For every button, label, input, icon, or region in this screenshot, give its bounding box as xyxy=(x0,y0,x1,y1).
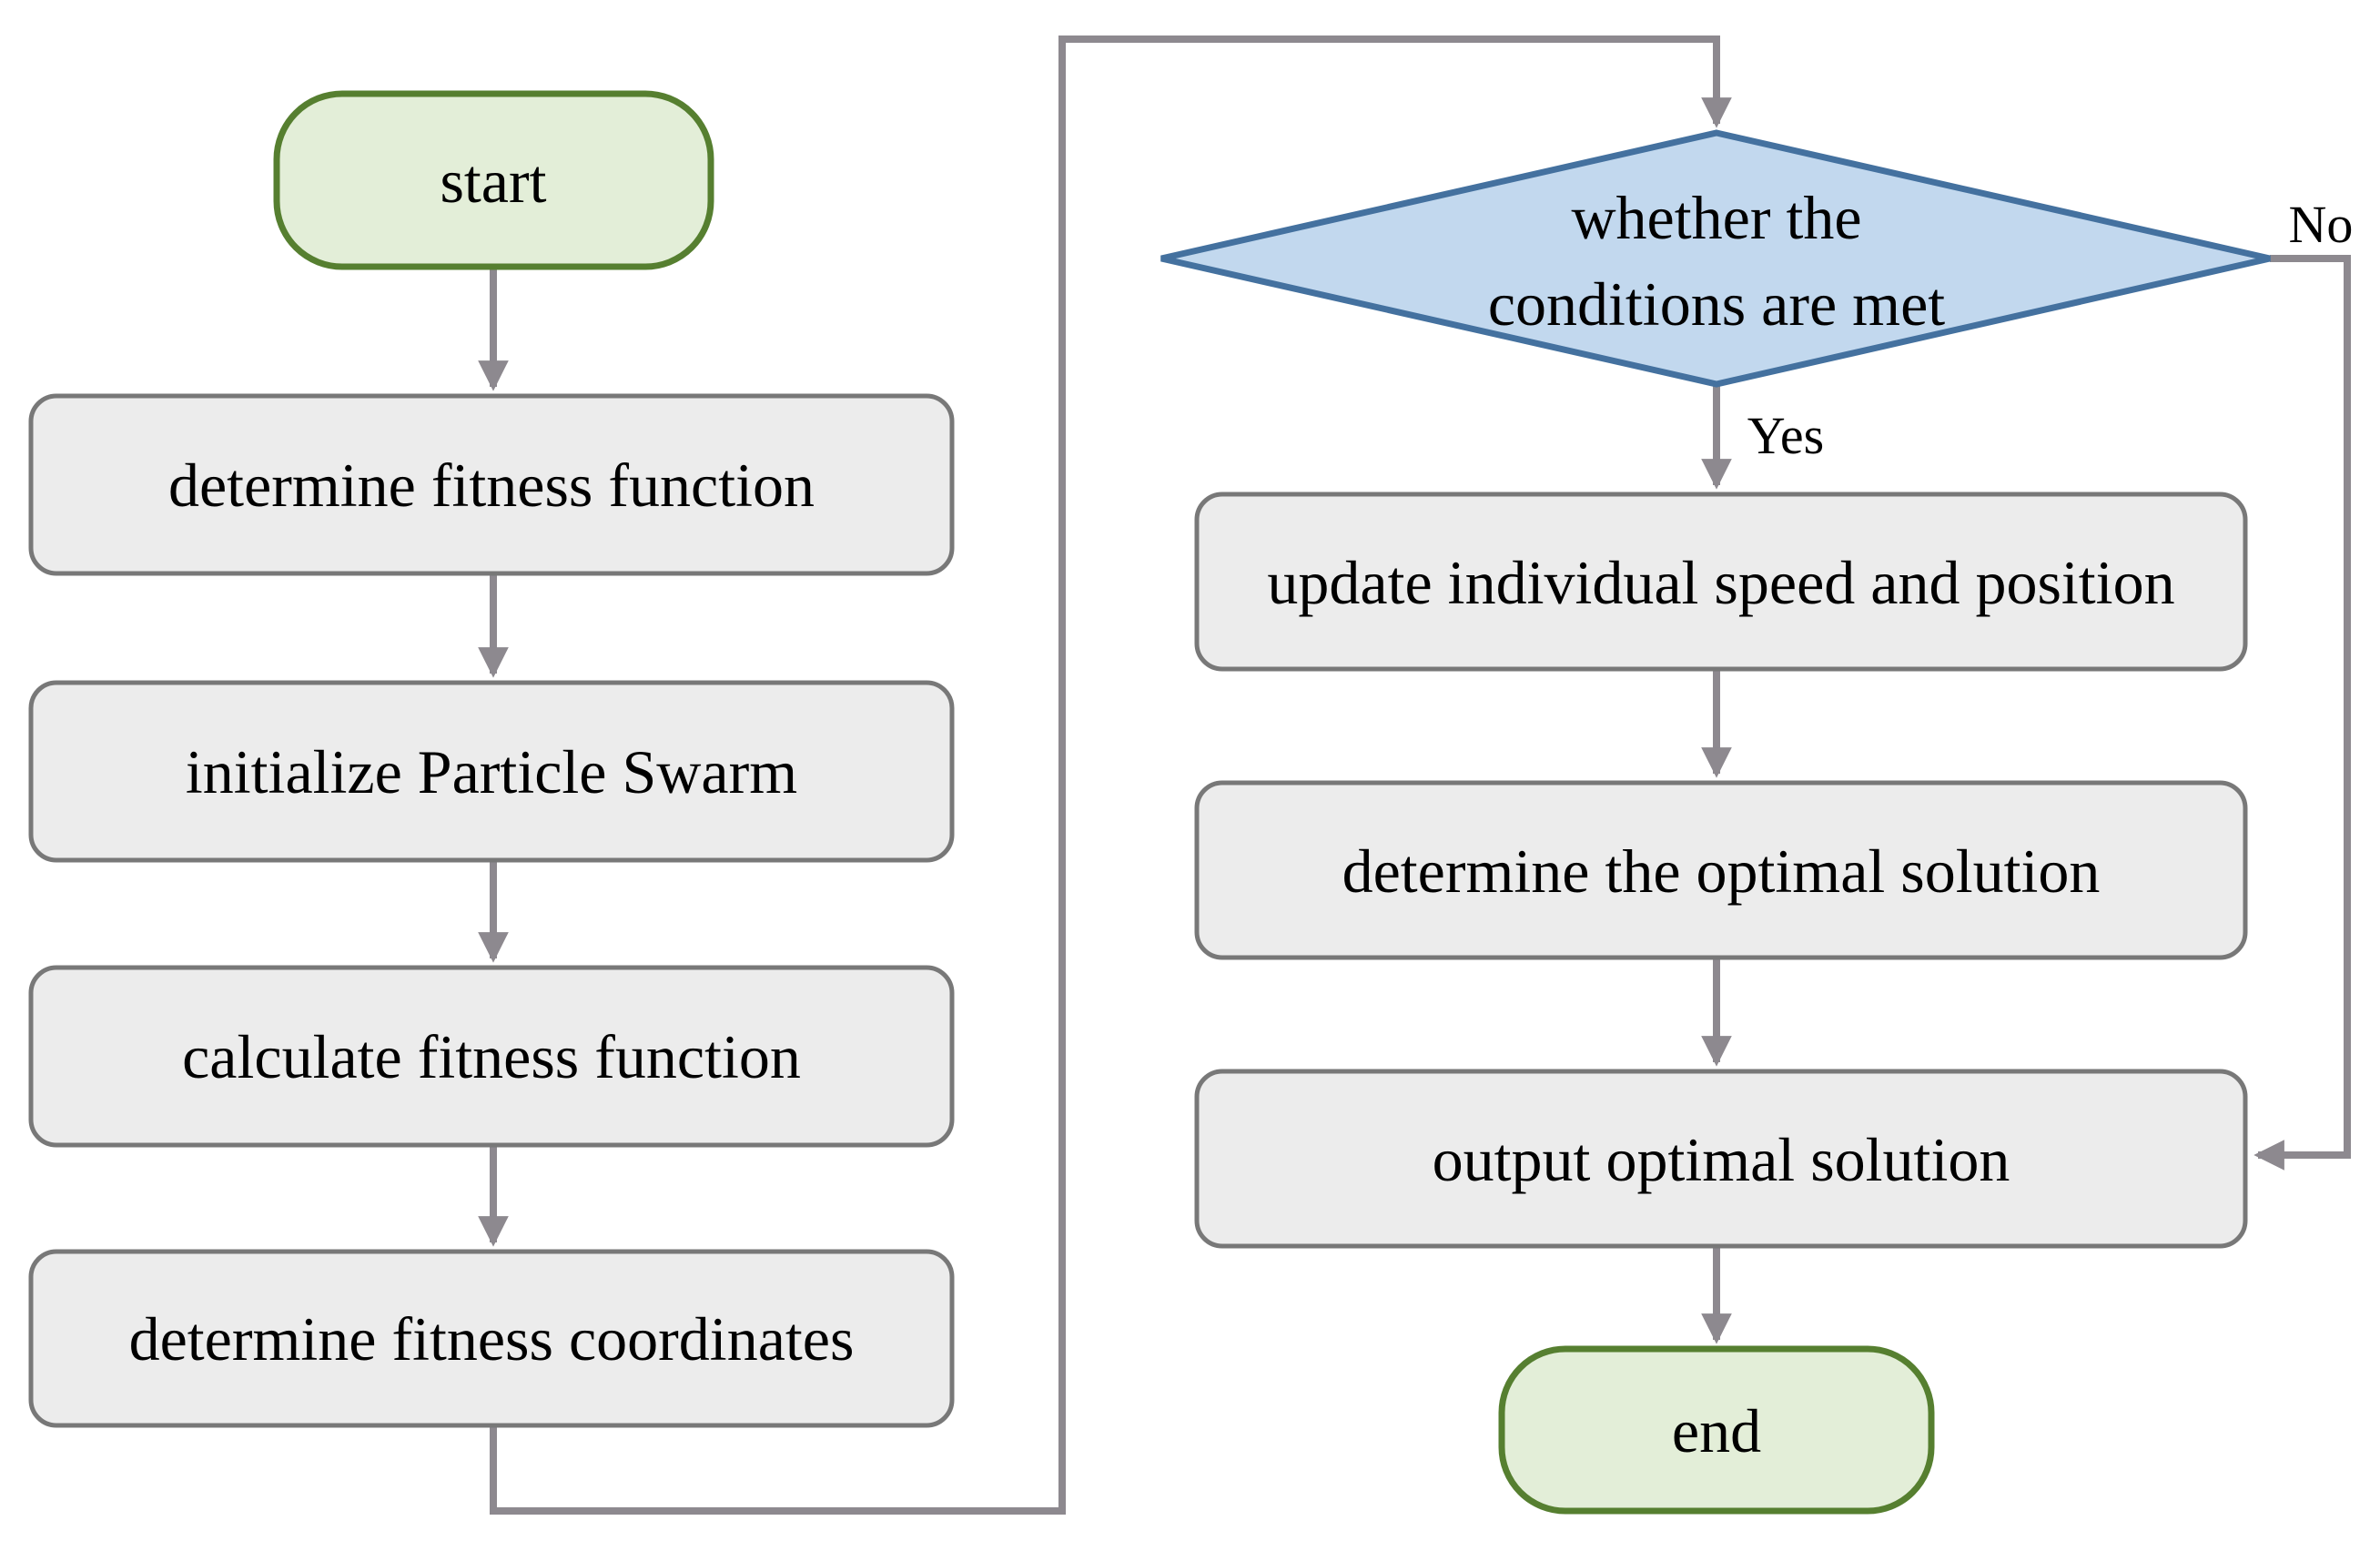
condition-check-diamond-shape xyxy=(1160,129,2271,388)
node-calculate-fitness-function: calculate fitness function xyxy=(28,965,955,1148)
edges xyxy=(478,35,2351,1515)
yes-label: Yes xyxy=(1747,406,1824,465)
determine-fitness-function-shape xyxy=(28,393,955,576)
initialize-particle-swarm-shape xyxy=(28,680,955,863)
node-determine-fitness-coordinates: determine fitness coordinates xyxy=(28,1249,955,1428)
calculate-fitness-function-label: calculate fitness function xyxy=(182,1022,801,1091)
node-update-speed-position: update individual speed and position xyxy=(1194,492,2248,672)
condition-check-label-line1: whether the xyxy=(1571,183,1861,252)
start-terminator-shape xyxy=(273,90,714,270)
start-label: start xyxy=(440,147,546,216)
node-determine-fitness-function: determine fitness function xyxy=(28,393,955,576)
node-start: start xyxy=(273,90,714,270)
update-speed-position-shape xyxy=(1194,492,2248,672)
initialize-particle-swarm-label: initialize Particle Swarm xyxy=(186,737,797,806)
no-label: No xyxy=(2289,195,2354,254)
edge-determine-coordinates-to-condition xyxy=(490,35,1732,1515)
node-determine-optimal-solution: determine the optimal solution xyxy=(1194,780,2248,960)
determine-fitness-function-label: determine fitness function xyxy=(168,451,815,520)
determine-fitness-coordinates-label: determine fitness coordinates xyxy=(129,1304,855,1374)
output-optimal-solution-shape xyxy=(1194,1069,2248,1249)
determine-optimal-solution-label: determine the optimal solution xyxy=(1342,836,2101,906)
end-label: end xyxy=(1672,1396,1761,1465)
output-optimal-solution-label: output optimal solution xyxy=(1433,1125,2010,1194)
node-end: end xyxy=(1498,1345,1935,1515)
update-speed-position-label: update individual speed and position xyxy=(1267,548,2174,617)
edge-condition-no-to-output xyxy=(2253,255,2351,1171)
node-condition-check: whether the conditions are met xyxy=(1160,129,2271,388)
node-output-optimal-solution: output optimal solution xyxy=(1194,1069,2248,1249)
determine-fitness-coordinates-shape xyxy=(28,1249,955,1428)
calculate-fitness-function-shape xyxy=(28,965,955,1148)
node-initialize-particle-swarm: initialize Particle Swarm xyxy=(28,680,955,863)
determine-optimal-solution-shape xyxy=(1194,780,2248,960)
condition-check-label-line2: conditions are met xyxy=(1488,269,1945,339)
end-terminator-shape xyxy=(1498,1345,1935,1515)
